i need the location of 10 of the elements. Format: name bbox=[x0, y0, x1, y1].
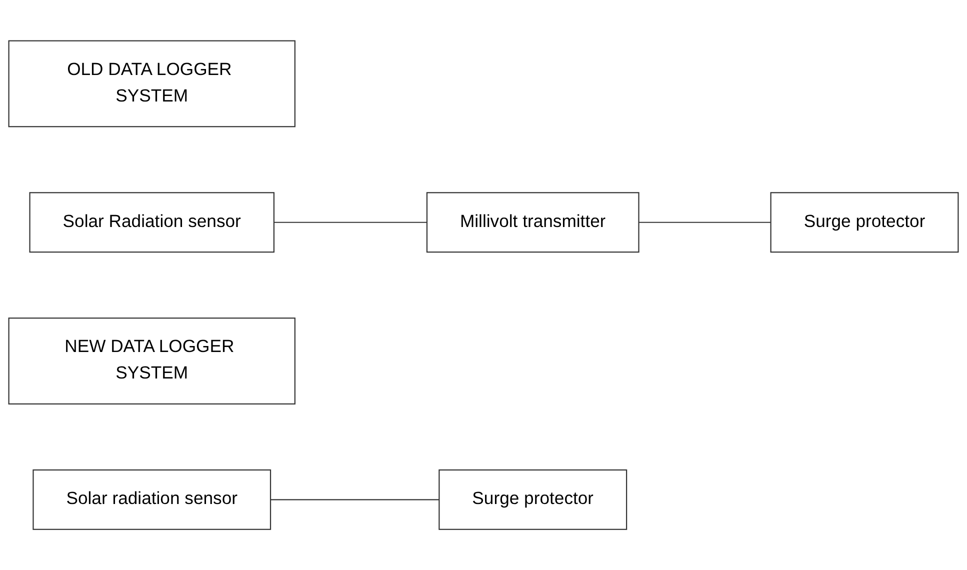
node-box: Solar radiation sensor bbox=[32, 469, 272, 530]
node-box: NEW DATA LOGGER SYSTEM bbox=[8, 317, 296, 404]
node-box: Surge protector bbox=[770, 192, 959, 253]
node-box: Millivolt transmitter bbox=[426, 192, 640, 253]
node-box: Solar Radiation sensor bbox=[29, 192, 274, 253]
connector bbox=[270, 499, 440, 500]
connector bbox=[274, 222, 427, 223]
connector bbox=[638, 222, 771, 223]
node-box: OLD DATA LOGGER SYSTEM bbox=[8, 40, 296, 128]
node-box: Surge protector bbox=[438, 469, 628, 530]
